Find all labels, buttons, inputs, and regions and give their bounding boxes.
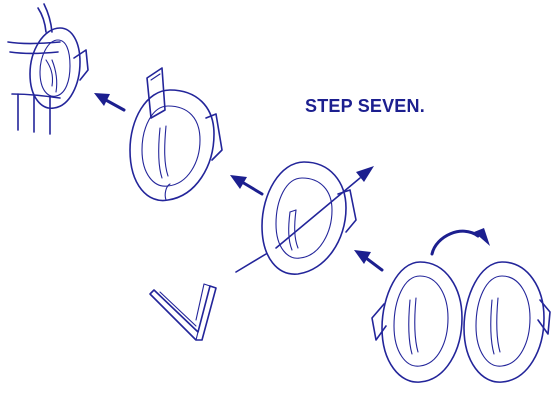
left-arrow — [354, 250, 384, 272]
single-loop-with-arrow — [235, 161, 374, 275]
v-shape — [149, 283, 217, 341]
double-loop-pair — [371, 261, 551, 383]
left-arrow — [230, 175, 264, 196]
tied-loop-on-bar — [7, 3, 89, 135]
curved-arrow — [430, 228, 490, 256]
step-title: STEP SEVEN. — [305, 96, 425, 116]
left-arrow — [94, 93, 126, 112]
loop-with-strip — [129, 67, 223, 202]
